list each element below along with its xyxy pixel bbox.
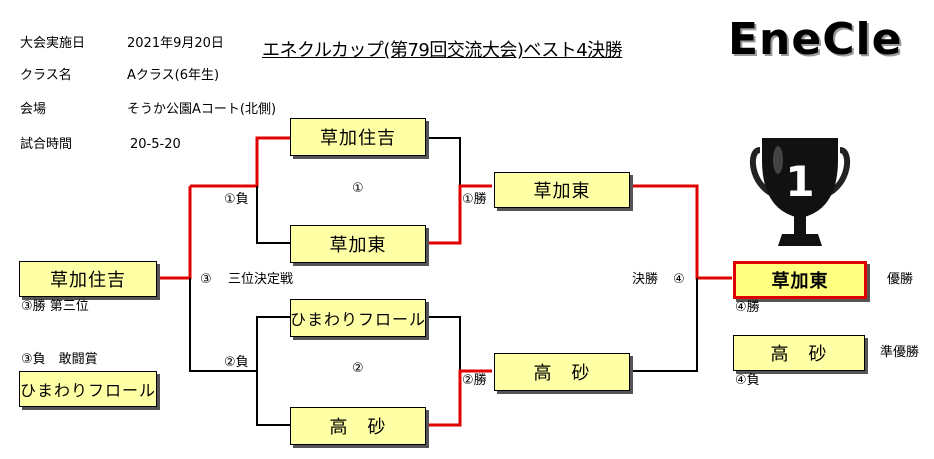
match1-label: ① [352, 181, 364, 196]
line-sf2-bottom-win [425, 369, 492, 427]
line-sf2-top [425, 316, 492, 372]
line-sf1-bottom-win [425, 184, 492, 245]
class-value: Aクラス(6年生) [127, 68, 220, 83]
date-value: 2021年9月20日 [127, 36, 224, 51]
m1-winner-label: ①勝 [462, 192, 487, 207]
line-m1-loser-red [190, 136, 290, 188]
team-final-bottom: 高 砂 [494, 353, 630, 391]
trophy-number: 1 [785, 157, 814, 206]
third-win-label: ③勝 第三位 [21, 299, 89, 314]
final-number: ④ [673, 272, 685, 287]
m2-loser-label: ②負 [224, 355, 249, 370]
date-label: 大会実施日 [20, 36, 86, 51]
match2-label: ② [352, 361, 364, 376]
third-place-match-label: 三位決定戦 [228, 272, 294, 287]
team-semi1-bottom: 草加東 [290, 225, 426, 263]
team-final-top: 草加東 [494, 172, 630, 208]
line-final-win [630, 184, 732, 280]
m1-loser-label: ①負 [224, 192, 249, 207]
trophy-icon: 1 [750, 138, 850, 246]
line-third-win [157, 186, 192, 280]
team-semi2-bottom: 高 砂 [290, 407, 426, 445]
team-fighting-spirit: ひまわりフロール [19, 371, 157, 407]
third-lose-label: ③負 敢闘賞 [21, 352, 98, 367]
m2-winner-label: ②勝 [462, 373, 487, 388]
third-place-number: ③ [200, 272, 212, 287]
line-final-lose [630, 278, 698, 372]
final-label: 決勝 [632, 272, 659, 287]
champion-title: 優勝 [887, 272, 914, 287]
runner-note: ④負 [735, 373, 760, 388]
team-third-place: 草加住吉 [19, 261, 157, 297]
team-runner-up: 高 砂 [733, 335, 865, 371]
team-semi2-top: ひまわりフロール [290, 299, 426, 337]
line-m2-loser-bottom [256, 371, 290, 426]
runner-title: 準優勝 [880, 345, 920, 360]
enecle-logo: EneCle [728, 14, 903, 65]
team-semi1-top: 草加住吉 [290, 118, 426, 156]
champion-note: ④勝 [735, 300, 760, 315]
line-m1-loser-black [256, 186, 290, 244]
time-value: 20-5-20 [130, 137, 181, 152]
venue-label: 会場 [20, 102, 47, 117]
line-sf1-top [425, 137, 492, 187]
time-label: 試合時間 [20, 137, 73, 152]
page-title: エネクルカップ(第79回交流大会)ベスト4決勝 [262, 40, 623, 61]
venue-value: そうか公園Aコート(北側) [127, 102, 277, 117]
class-label: クラス名 [20, 68, 72, 83]
team-champion: 草加東 [733, 261, 867, 299]
